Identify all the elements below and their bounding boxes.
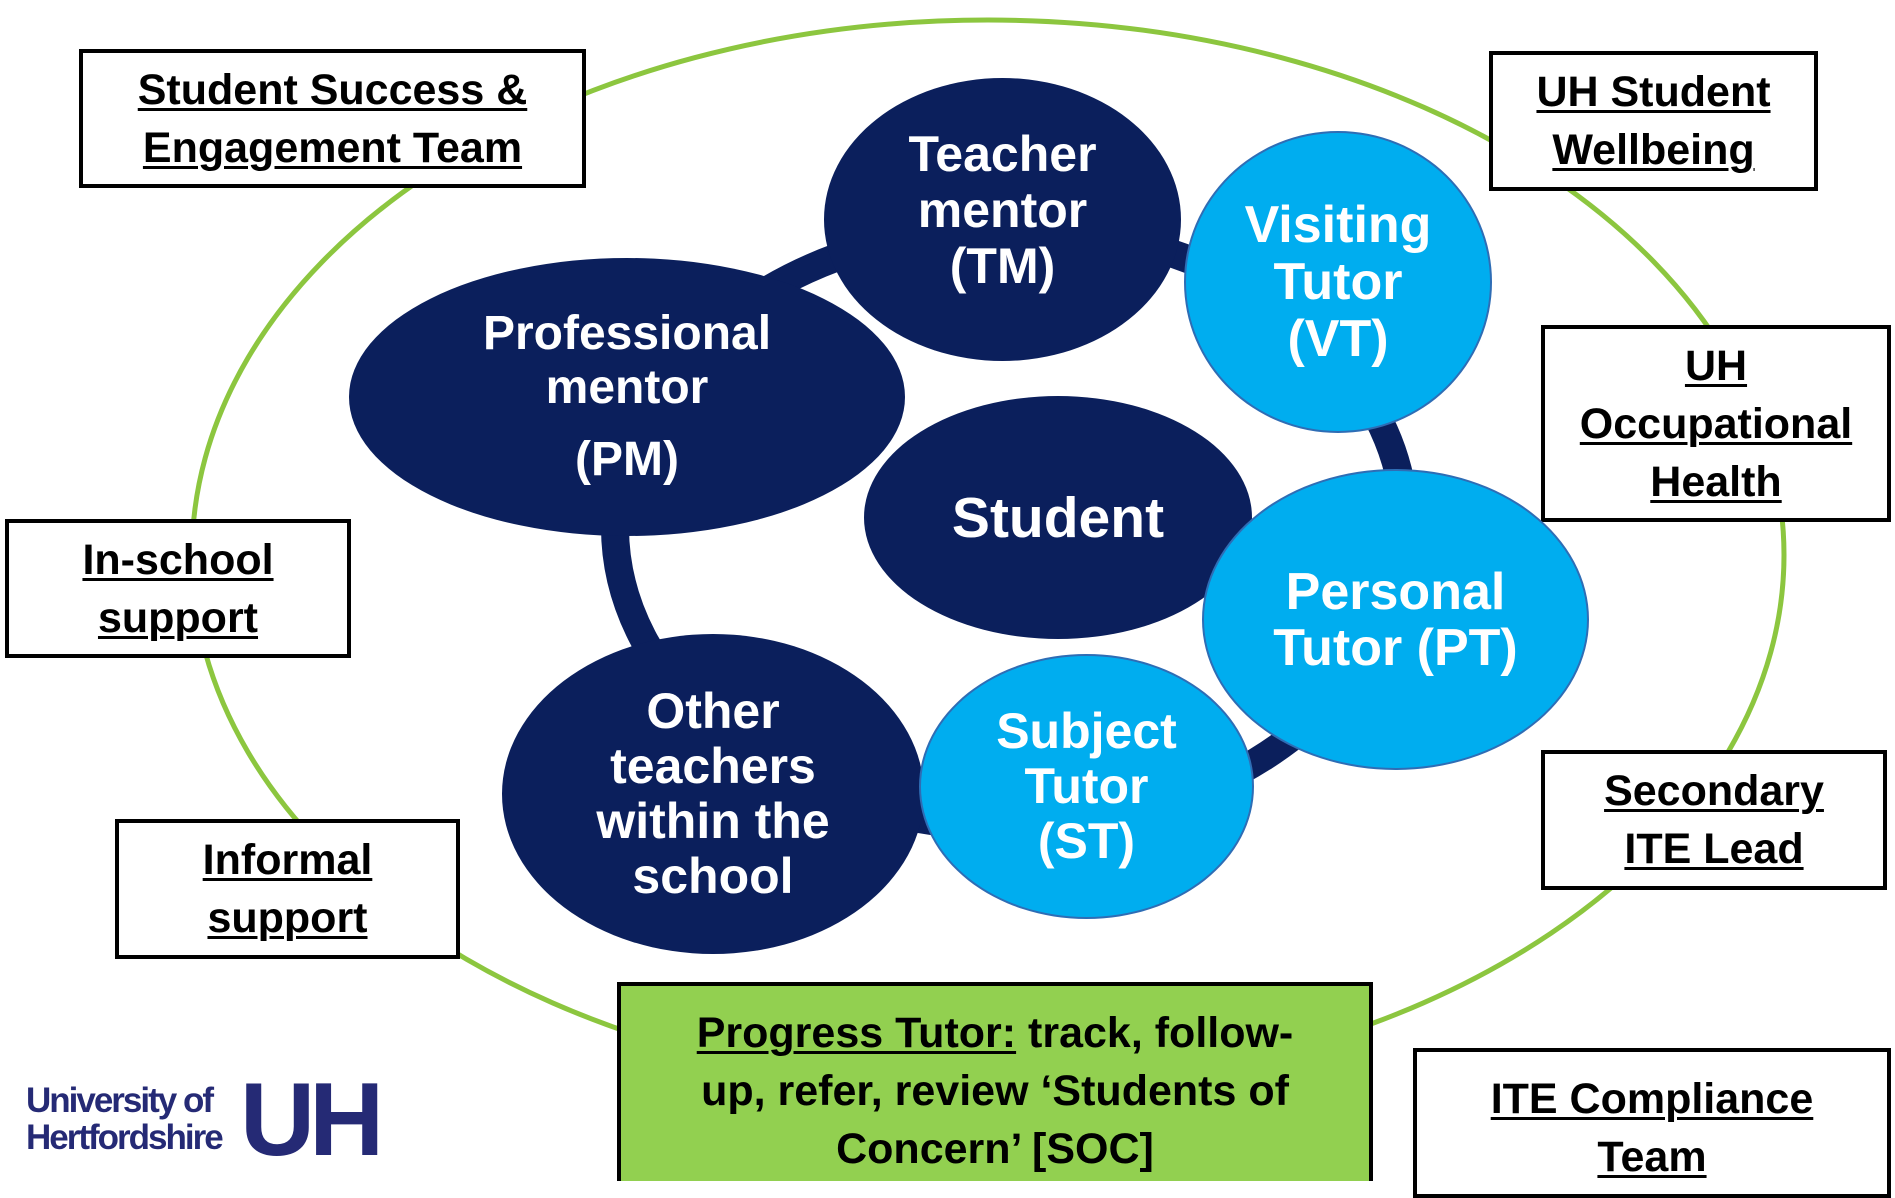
visiting-tutor-node: Visiting Tutor (VT) xyxy=(1184,131,1492,433)
professional-mentor-line-2: mentor xyxy=(545,361,709,414)
uh-occupational-box: UH Occupational Health xyxy=(1541,325,1891,522)
teacher-mentor-line-2: mentor xyxy=(917,181,1088,238)
uh-wellbeing-line-2: Wellbeing xyxy=(1552,126,1755,174)
ite-compliance-line-2: Team xyxy=(1597,1133,1707,1181)
teacher-mentor-line-1: Teacher xyxy=(908,125,1097,182)
in-school-line-2: support xyxy=(97,593,259,642)
student-label: Student xyxy=(951,485,1165,550)
other-teachers-line-4: school xyxy=(632,848,794,904)
logo-wordmark: University of Hertfordshire xyxy=(26,1082,238,1156)
teacher-mentor-node: Teacher mentor (TM) xyxy=(824,78,1181,361)
other-teachers-line-2: teachers xyxy=(610,738,816,794)
visiting-tutor-line-3: (VT) xyxy=(1287,309,1389,368)
professional-mentor-node: Professional mentor (PM) xyxy=(349,258,905,536)
student-success-line-1: Student Success & xyxy=(137,65,528,114)
uh-wellbeing-line-1: UH Student xyxy=(1536,68,1771,116)
uh-wellbeing-box: UH Student Wellbeing xyxy=(1489,51,1818,191)
professional-mentor-line-1: Professional xyxy=(482,307,772,360)
logo-line-2: Hertfordshire xyxy=(26,1118,224,1157)
student-success-line-2: Engagement Team xyxy=(142,123,523,172)
subject-tutor-line-1: Subject xyxy=(996,703,1177,759)
progress-line-3: Concern’ [SOC] xyxy=(836,1125,1154,1173)
other-teachers-node: Other teachers within the school xyxy=(502,634,924,954)
student-success-box: Student Success & Engagement Team xyxy=(79,49,586,188)
in-school-box: In-school support xyxy=(5,519,351,658)
progress-line-1-rest: track, follow- xyxy=(1016,1009,1294,1057)
logo-mark: UH xyxy=(240,1062,384,1178)
personal-tutor-node: Personal Tutor (PT) xyxy=(1202,469,1589,770)
informal-line-1: Informal xyxy=(202,836,373,884)
subject-tutor-node: Subject Tutor (ST) xyxy=(919,654,1254,919)
subject-tutor-line-2: Tutor xyxy=(1024,758,1149,814)
informal-box: Informal support xyxy=(115,819,460,959)
secondary-ite-line-2: ITE Lead xyxy=(1624,825,1804,873)
other-teachers-line-3: within the xyxy=(596,793,830,849)
visiting-tutor-line-1: Visiting xyxy=(1244,195,1432,254)
subject-tutor-line-3: (ST) xyxy=(1037,813,1136,869)
uh-occupational-line-3: Health xyxy=(1650,457,1782,506)
secondary-ite-line-1: Secondary xyxy=(1604,767,1824,815)
progress-line-1: Progress Tutor: track, follow- xyxy=(697,1004,1294,1062)
professional-mentor-line-3: (PM) xyxy=(575,433,679,486)
progress-tutor-box: Progress Tutor: track, follow- up, refer… xyxy=(617,982,1373,1181)
uh-occupational-line-1: UH xyxy=(1684,341,1748,390)
ite-compliance-box: ITE Compliance Team xyxy=(1413,1048,1891,1198)
ite-compliance-line-1: ITE Compliance xyxy=(1490,1075,1814,1123)
personal-tutor-line-2: Tutor (PT) xyxy=(1273,618,1518,677)
logo-line-1: University of xyxy=(26,1081,214,1120)
teacher-mentor-line-3: (TM) xyxy=(949,237,1056,294)
uh-occupational-line-2: Occupational xyxy=(1579,399,1853,448)
progress-line-2: up, refer, review ‘Students of xyxy=(701,1067,1289,1115)
student-node: Student xyxy=(864,396,1252,639)
in-school-line-1: In-school xyxy=(82,535,274,584)
personal-tutor-line-1: Personal xyxy=(1285,562,1506,621)
secondary-ite-box: Secondary ITE Lead xyxy=(1541,750,1887,890)
informal-line-2: support xyxy=(207,894,368,942)
other-teachers-line-1: Other xyxy=(646,683,780,739)
progress-heading: Progress Tutor: xyxy=(696,1009,1017,1057)
visiting-tutor-line-2: Tutor xyxy=(1273,252,1403,311)
